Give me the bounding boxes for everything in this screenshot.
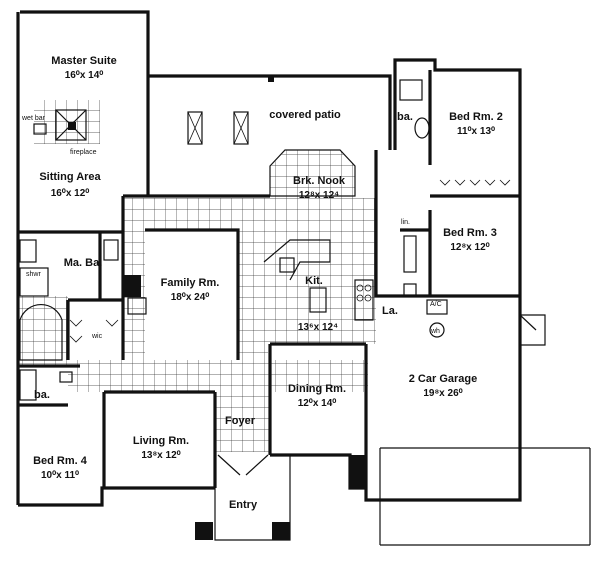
label-master-suite: Master Suite [51, 55, 116, 67]
label-dining: Dining Rm. [288, 383, 346, 395]
wall-garage [364, 294, 522, 502]
dim-bed2: 11⁰x 13⁰ [457, 126, 495, 137]
tile-floors [18, 100, 376, 452]
exterior-walls [16, 10, 522, 507]
burner-4 [364, 294, 372, 302]
entry-porch [195, 454, 366, 541]
label-shwr: shwr [26, 271, 41, 278]
ba-left-sink [59, 371, 73, 383]
label-bed3: Bed Rm. 3 [443, 227, 497, 239]
tile-wet-bar [34, 100, 100, 144]
tile-main-hall [68, 360, 368, 392]
label-bed4: Bed Rm. 4 [33, 455, 88, 467]
fireplace-box [55, 109, 87, 141]
maba-shower [19, 267, 49, 297]
wall-family-box [145, 228, 240, 360]
la-washer [403, 283, 417, 297]
entry-porch-outline [214, 455, 291, 541]
maba-tub [19, 304, 63, 361]
dim-family: 18⁰x 24⁰ [171, 292, 210, 303]
kitchen-range [354, 279, 374, 321]
label-covered-patio: covered patio [269, 109, 341, 121]
label-ba-top: ba. [397, 111, 413, 123]
label-living: Living Rm. [133, 435, 189, 447]
label-fireplace: fireplace [70, 149, 97, 156]
ba-left-tub [19, 369, 37, 401]
fixtures [19, 76, 511, 401]
label-sitting-area: Sitting Area [39, 171, 101, 183]
water-heater [429, 322, 445, 338]
label-lin: lin. [401, 219, 410, 226]
dim-dining: 12⁰x 14⁰ [298, 398, 337, 409]
family-fireplace [123, 275, 141, 297]
kitchen-counter-top [263, 239, 331, 281]
skylight-1-x [187, 111, 203, 145]
dim-bed4: 10⁰x 11⁰ [41, 470, 79, 481]
wall-master-outline [20, 10, 150, 196]
dim-kit: 13⁶x 12⁴ [298, 322, 338, 333]
dining-column [350, 455, 366, 488]
dim-bed3: 12⁸x 12⁰ [450, 242, 489, 253]
entry-column-right [272, 522, 290, 540]
burner-3 [356, 294, 364, 302]
dim-brk-nook: 12⁸x 12⁴ [299, 190, 339, 201]
bed2-closet-doors [439, 179, 511, 186]
patio-post [268, 76, 274, 82]
burner-1 [356, 284, 364, 292]
label-family: Family Rm. [161, 277, 220, 289]
tile-nook-hall [123, 198, 275, 230]
tile-bath-left [18, 296, 68, 366]
dim-sitting-area: 16⁰x 12⁰ [51, 188, 90, 199]
label-ac: A/C [430, 301, 442, 308]
kitchen-island [309, 287, 327, 313]
wall-east-beds [393, 58, 522, 294]
garage-side-stoop [520, 314, 546, 346]
entry-column-left [195, 522, 213, 540]
lin-shelves [403, 235, 417, 273]
wet-bar-sink [33, 123, 47, 135]
tile-family-right [238, 230, 268, 360]
brk-nook-bay [269, 149, 356, 197]
tile-brk-nook [270, 150, 355, 198]
skylight-2 [233, 111, 249, 145]
skylight-1 [187, 111, 203, 145]
label-kit: Kit. [305, 275, 323, 287]
dim-garage: 19⁸x 26⁰ [423, 388, 462, 399]
ba-top-tub [399, 79, 423, 101]
label-garage: 2 Car Garage [409, 373, 477, 385]
wall-patio-outline [148, 74, 392, 150]
maba-vanity [103, 239, 119, 261]
label-la: La. [382, 305, 398, 317]
label-brk-nook: Brk. Nook [293, 175, 346, 187]
wall-south-left [18, 486, 215, 507]
skylight-2-x [233, 111, 249, 145]
label-ma-ba: Ma. Ba. [64, 257, 103, 269]
label-wet-bar: wet bar [21, 115, 46, 122]
label-wh: wh [430, 328, 440, 335]
kitchen-sink [279, 257, 295, 273]
maba-toilet [19, 239, 37, 263]
entry-doors [217, 454, 269, 476]
fireplace-hearth [68, 122, 76, 130]
label-wic: wic [91, 333, 103, 340]
burner-2 [364, 284, 372, 292]
dim-master-suite: 16⁰x 14⁰ [65, 70, 104, 81]
label-ba-left: ba. [34, 389, 50, 401]
interior-walls [18, 70, 520, 488]
tile-foyer [215, 392, 270, 452]
label-bed2: Bed Rm. 2 [449, 111, 503, 123]
ac-unit [426, 299, 448, 315]
ba-top-toilet [414, 117, 430, 139]
garage-side-door [519, 314, 537, 331]
garage-door [379, 314, 591, 546]
dim-living: 13⁸x 12⁰ [141, 450, 180, 461]
family-hearth [127, 297, 147, 315]
room-labels: Master Suite 16⁰x 14⁰ wet bar fireplace … [21, 55, 503, 511]
wic-shelving [69, 319, 119, 343]
label-foyer: Foyer [225, 415, 256, 427]
label-entry: Entry [229, 499, 258, 511]
